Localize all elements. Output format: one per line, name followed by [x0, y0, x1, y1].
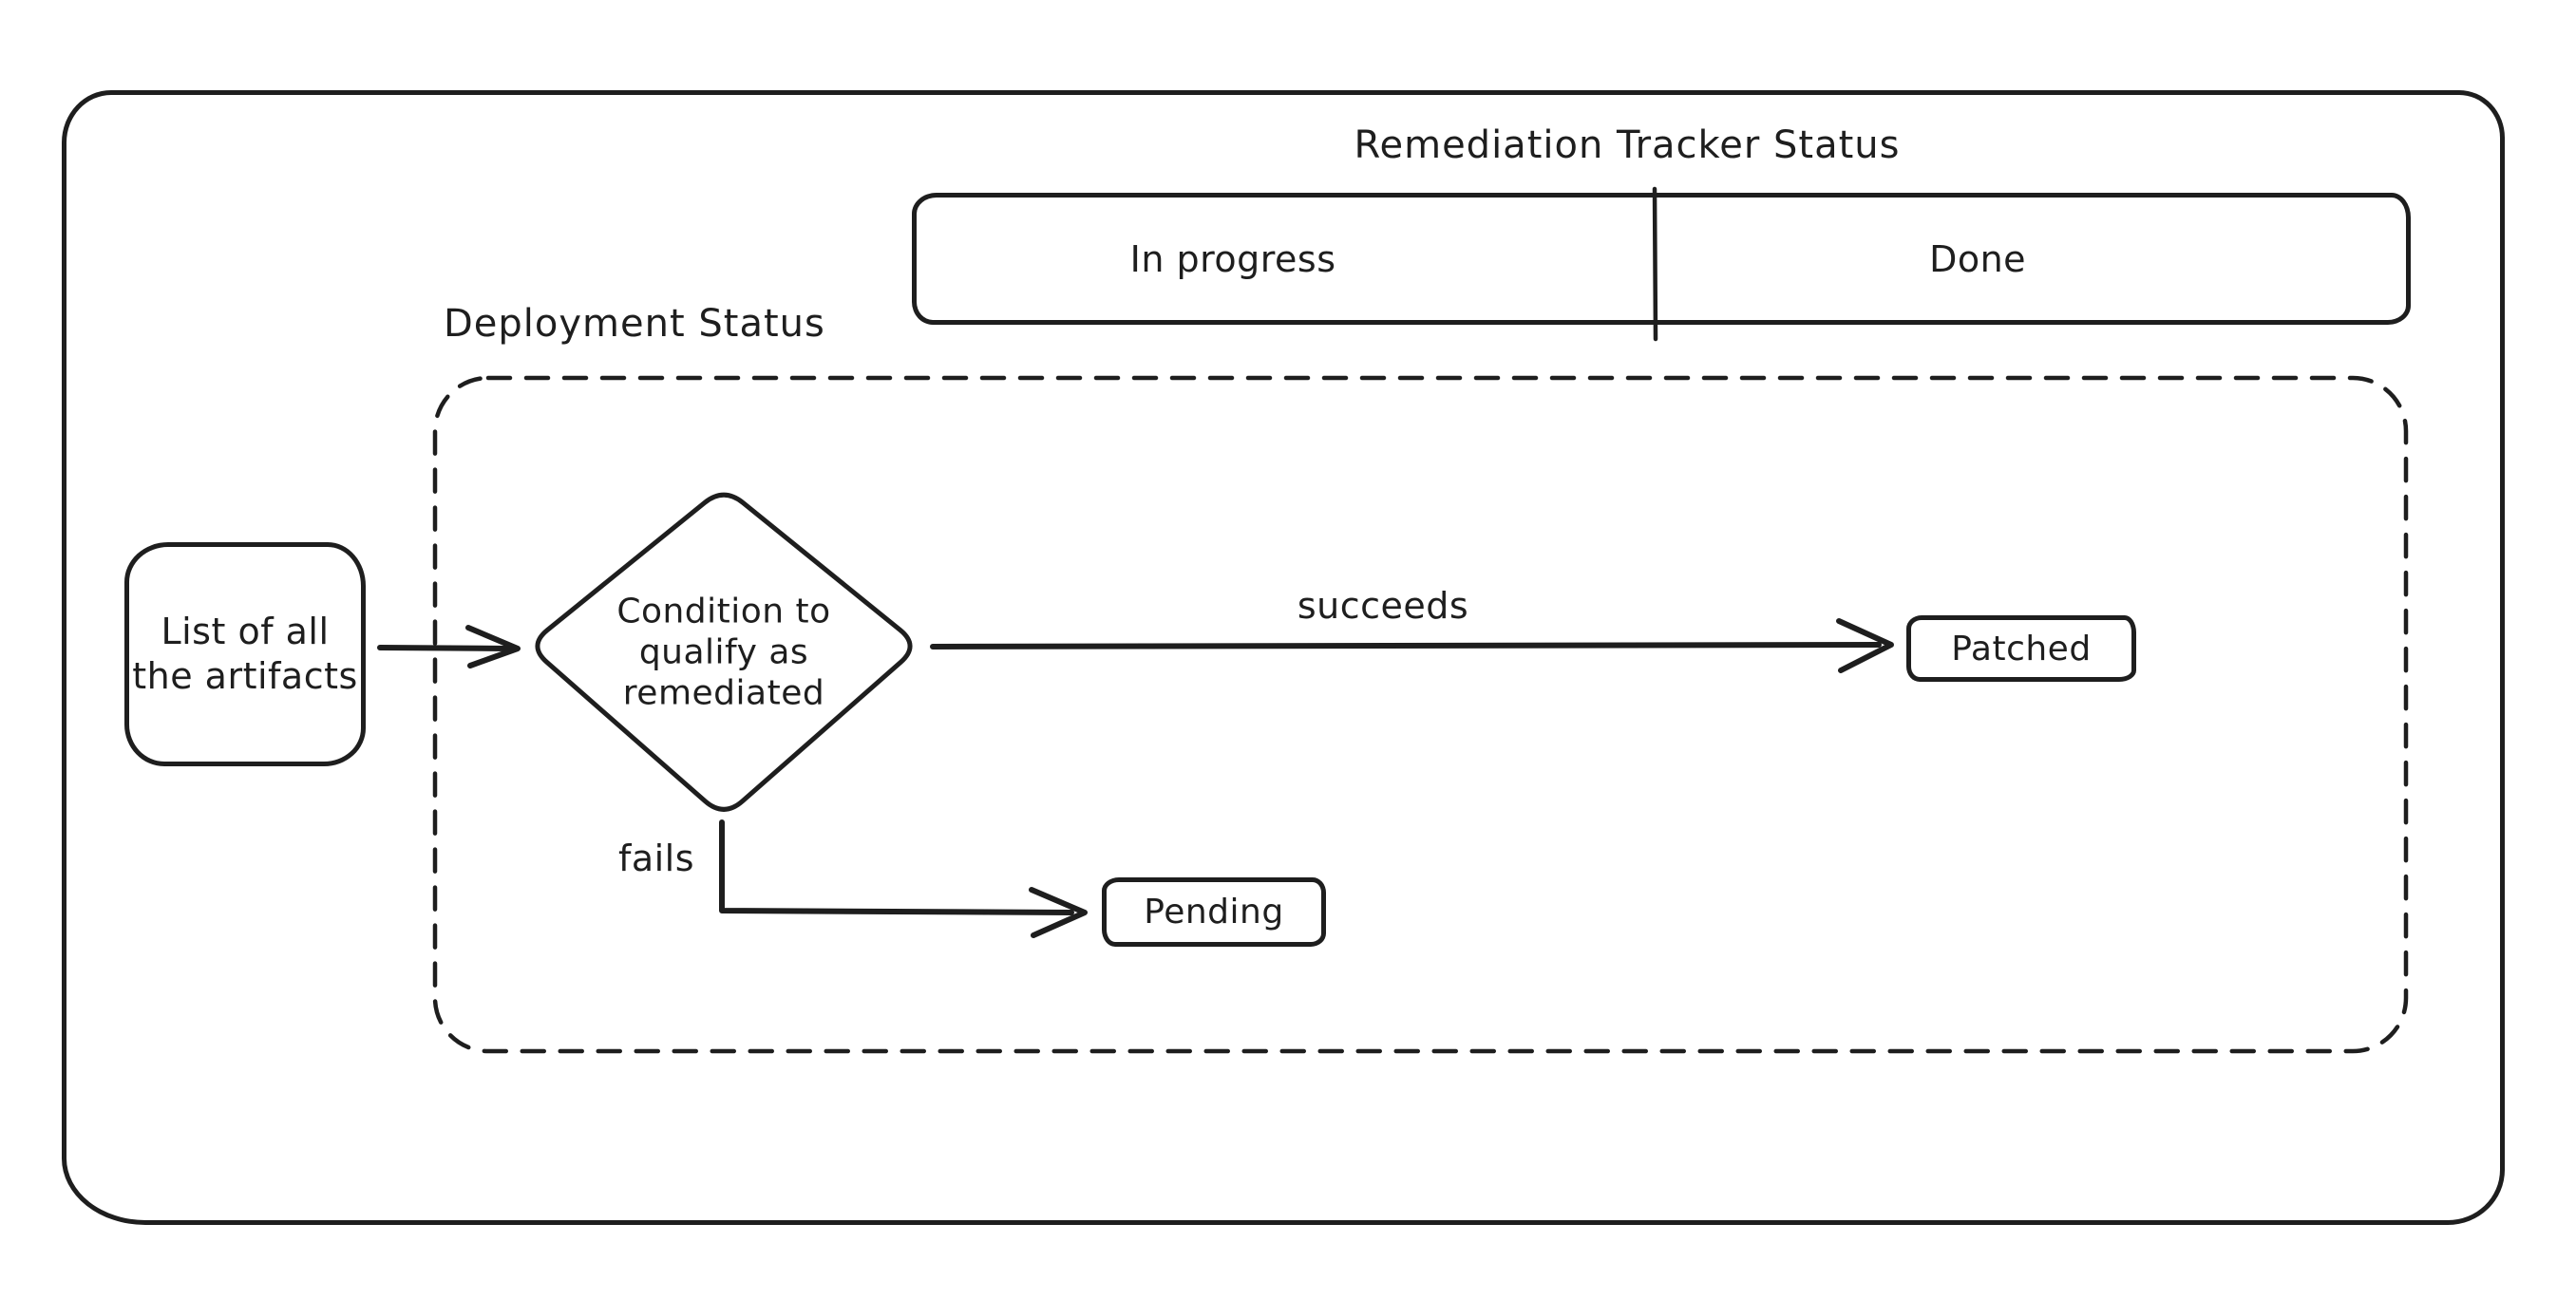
diagram-title: Remediation Tracker Status [1354, 123, 1901, 167]
tracker-cell-done-label: Done [1929, 237, 2027, 280]
outer-frame [62, 90, 2505, 1225]
arrow-artifacts-to-condition [377, 645, 512, 651]
edge-label-fails: fails [617, 838, 695, 879]
arrowhead-fails [1029, 887, 1088, 938]
condition-diamond-shape [535, 492, 913, 812]
node-pending: Pending [1102, 877, 1326, 947]
tracker-cell-in-progress: In progress [917, 198, 1654, 320]
arrow-fails [719, 819, 1074, 915]
deployment-status-label: Deployment Status [444, 302, 825, 346]
edge-label-succeeds: succeeds [1297, 585, 1469, 627]
arrow-succeeds [930, 642, 1882, 650]
tracker-divider-line [1652, 186, 1658, 342]
tracker-status-box: In progress Done [912, 193, 2411, 325]
node-artifacts: List of all the artifacts [124, 542, 366, 766]
node-patched: Patched [1906, 615, 2136, 682]
arrowhead-succeeds [1836, 618, 1894, 673]
deployment-region-dashed-border [432, 375, 2409, 1054]
arrowhead-artifacts-to-condition [465, 625, 521, 668]
tracker-cell-done: Done [1654, 198, 2406, 320]
tracker-cell-in-progress-label: In progress [1129, 237, 1336, 280]
node-condition-label: Condition to qualify as remediated [616, 592, 831, 713]
